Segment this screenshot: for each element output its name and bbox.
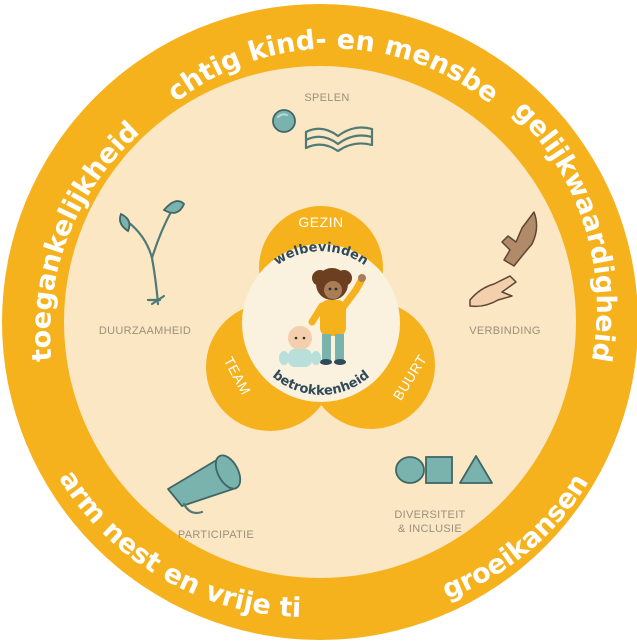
theme-label-diversiteit-line1: DIVERSITEIT: [394, 509, 465, 521]
open-book-icon: [304, 126, 374, 153]
theme-label-participatie: PARTICIPATIE: [178, 529, 254, 541]
theme-label-duurzaamheid: DUURZAAMHEID: [99, 325, 191, 337]
theme-label-diversiteit-line2: & INCLUSIE: [398, 523, 462, 535]
child-figure-icon: [308, 268, 366, 365]
reaching-hands-icon: [469, 211, 538, 308]
theme-label-verbinding: VERBINDING: [469, 325, 540, 337]
lobe-label-gezin: GEZIN: [298, 214, 343, 230]
ball-icon: [272, 109, 296, 133]
oval-shape-icon: [395, 456, 425, 484]
baby-figure-icon: [279, 326, 321, 367]
square-shape-icon: [425, 456, 453, 484]
theme-label-spelen: SPELEN: [304, 92, 349, 104]
sprout-icon: [119, 200, 186, 306]
triangle-shape-icon: [459, 455, 493, 484]
megaphone-icon: [167, 454, 242, 515]
